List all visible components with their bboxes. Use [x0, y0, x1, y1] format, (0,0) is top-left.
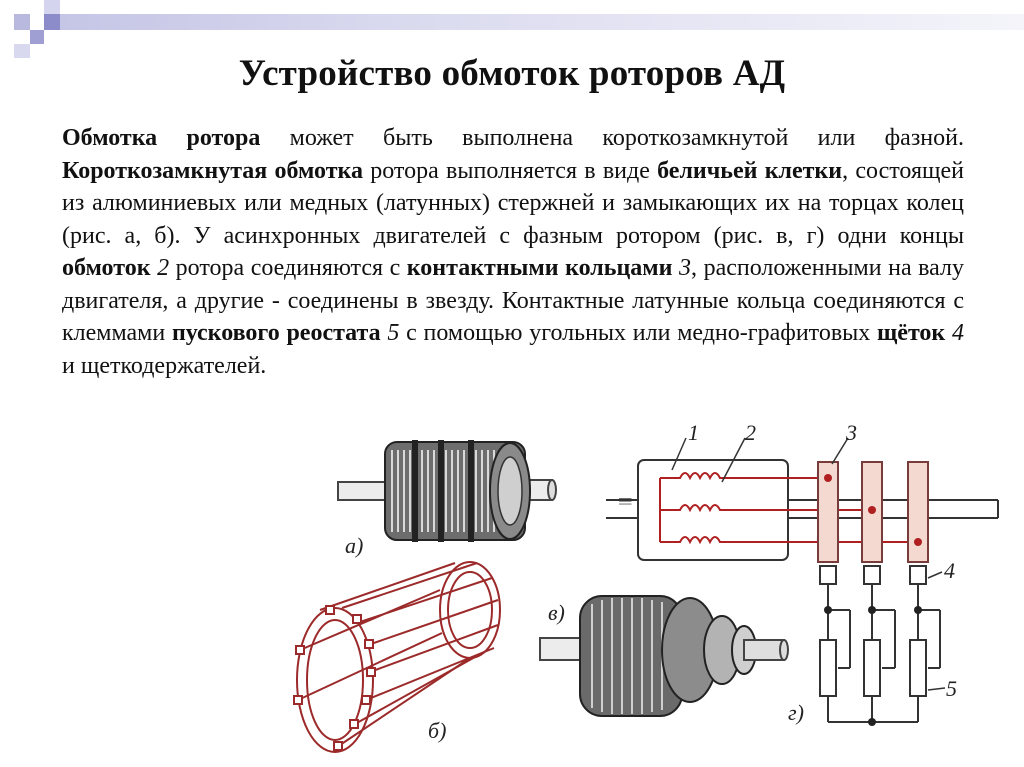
label-num-3: 3	[845, 420, 857, 445]
decor-square-4	[44, 14, 60, 30]
rotor-windings	[659, 472, 918, 545]
decor-top-bar	[60, 14, 1024, 30]
text-run: ротора выполняется в виде	[363, 157, 658, 184]
text-run: , состоящей из алюминиевых или медных (л…	[62, 157, 964, 249]
label-num-2: 2	[745, 420, 756, 445]
label-a: а)	[345, 533, 363, 558]
label-v: в)	[548, 600, 565, 625]
decor-square-5	[14, 44, 30, 58]
bold-term: контактными кольцами	[406, 255, 673, 281]
rotor-v-drawing	[539, 595, 789, 717]
figure-ref-number: 2	[157, 255, 170, 281]
text-run: может быть выполнена короткозамкнутой ил…	[260, 125, 964, 151]
decor-square-2	[44, 0, 60, 14]
label-num-5: 5	[946, 676, 957, 701]
decor-square-3	[30, 30, 44, 44]
bold-term: обмоток	[62, 255, 151, 281]
slide-title: Устройство обмоток роторов АД	[238, 53, 786, 94]
rheostat	[819, 584, 941, 723]
body-paragraph: Обмотка ротора может быть выполнена коро…	[62, 122, 964, 382]
label-b: б)	[428, 718, 446, 743]
figure-ref-number: 5	[387, 320, 400, 346]
bold-term: щёток	[877, 320, 946, 346]
brushes	[819, 565, 927, 585]
bold-term: беличьей клетки	[657, 157, 843, 184]
text-run: , расположенными на валу двигателя, а др…	[62, 255, 965, 346]
bold-term: Обмотка ротора	[62, 125, 261, 151]
label-num-1: 1	[688, 420, 699, 445]
text-run: ротора соединяются с	[169, 255, 407, 281]
text-run: и щеткодержателей.	[62, 352, 267, 379]
rotor-a-drawing	[337, 440, 557, 542]
label-g: г)	[788, 700, 804, 725]
figure-ref-number: 3	[679, 255, 692, 281]
bold-term: пускового реостата	[171, 320, 381, 346]
bold-term: Короткозамкнутая обмотка	[62, 157, 363, 184]
label-num-4: 4	[944, 558, 955, 583]
figure-ref-number: 4	[952, 320, 965, 346]
decor-square-1	[14, 14, 30, 30]
text-run: с помощью угольных или медно-графитовых	[399, 320, 878, 346]
svg-text:|||: |||	[618, 497, 633, 505]
cage-b-drawing	[293, 561, 501, 753]
